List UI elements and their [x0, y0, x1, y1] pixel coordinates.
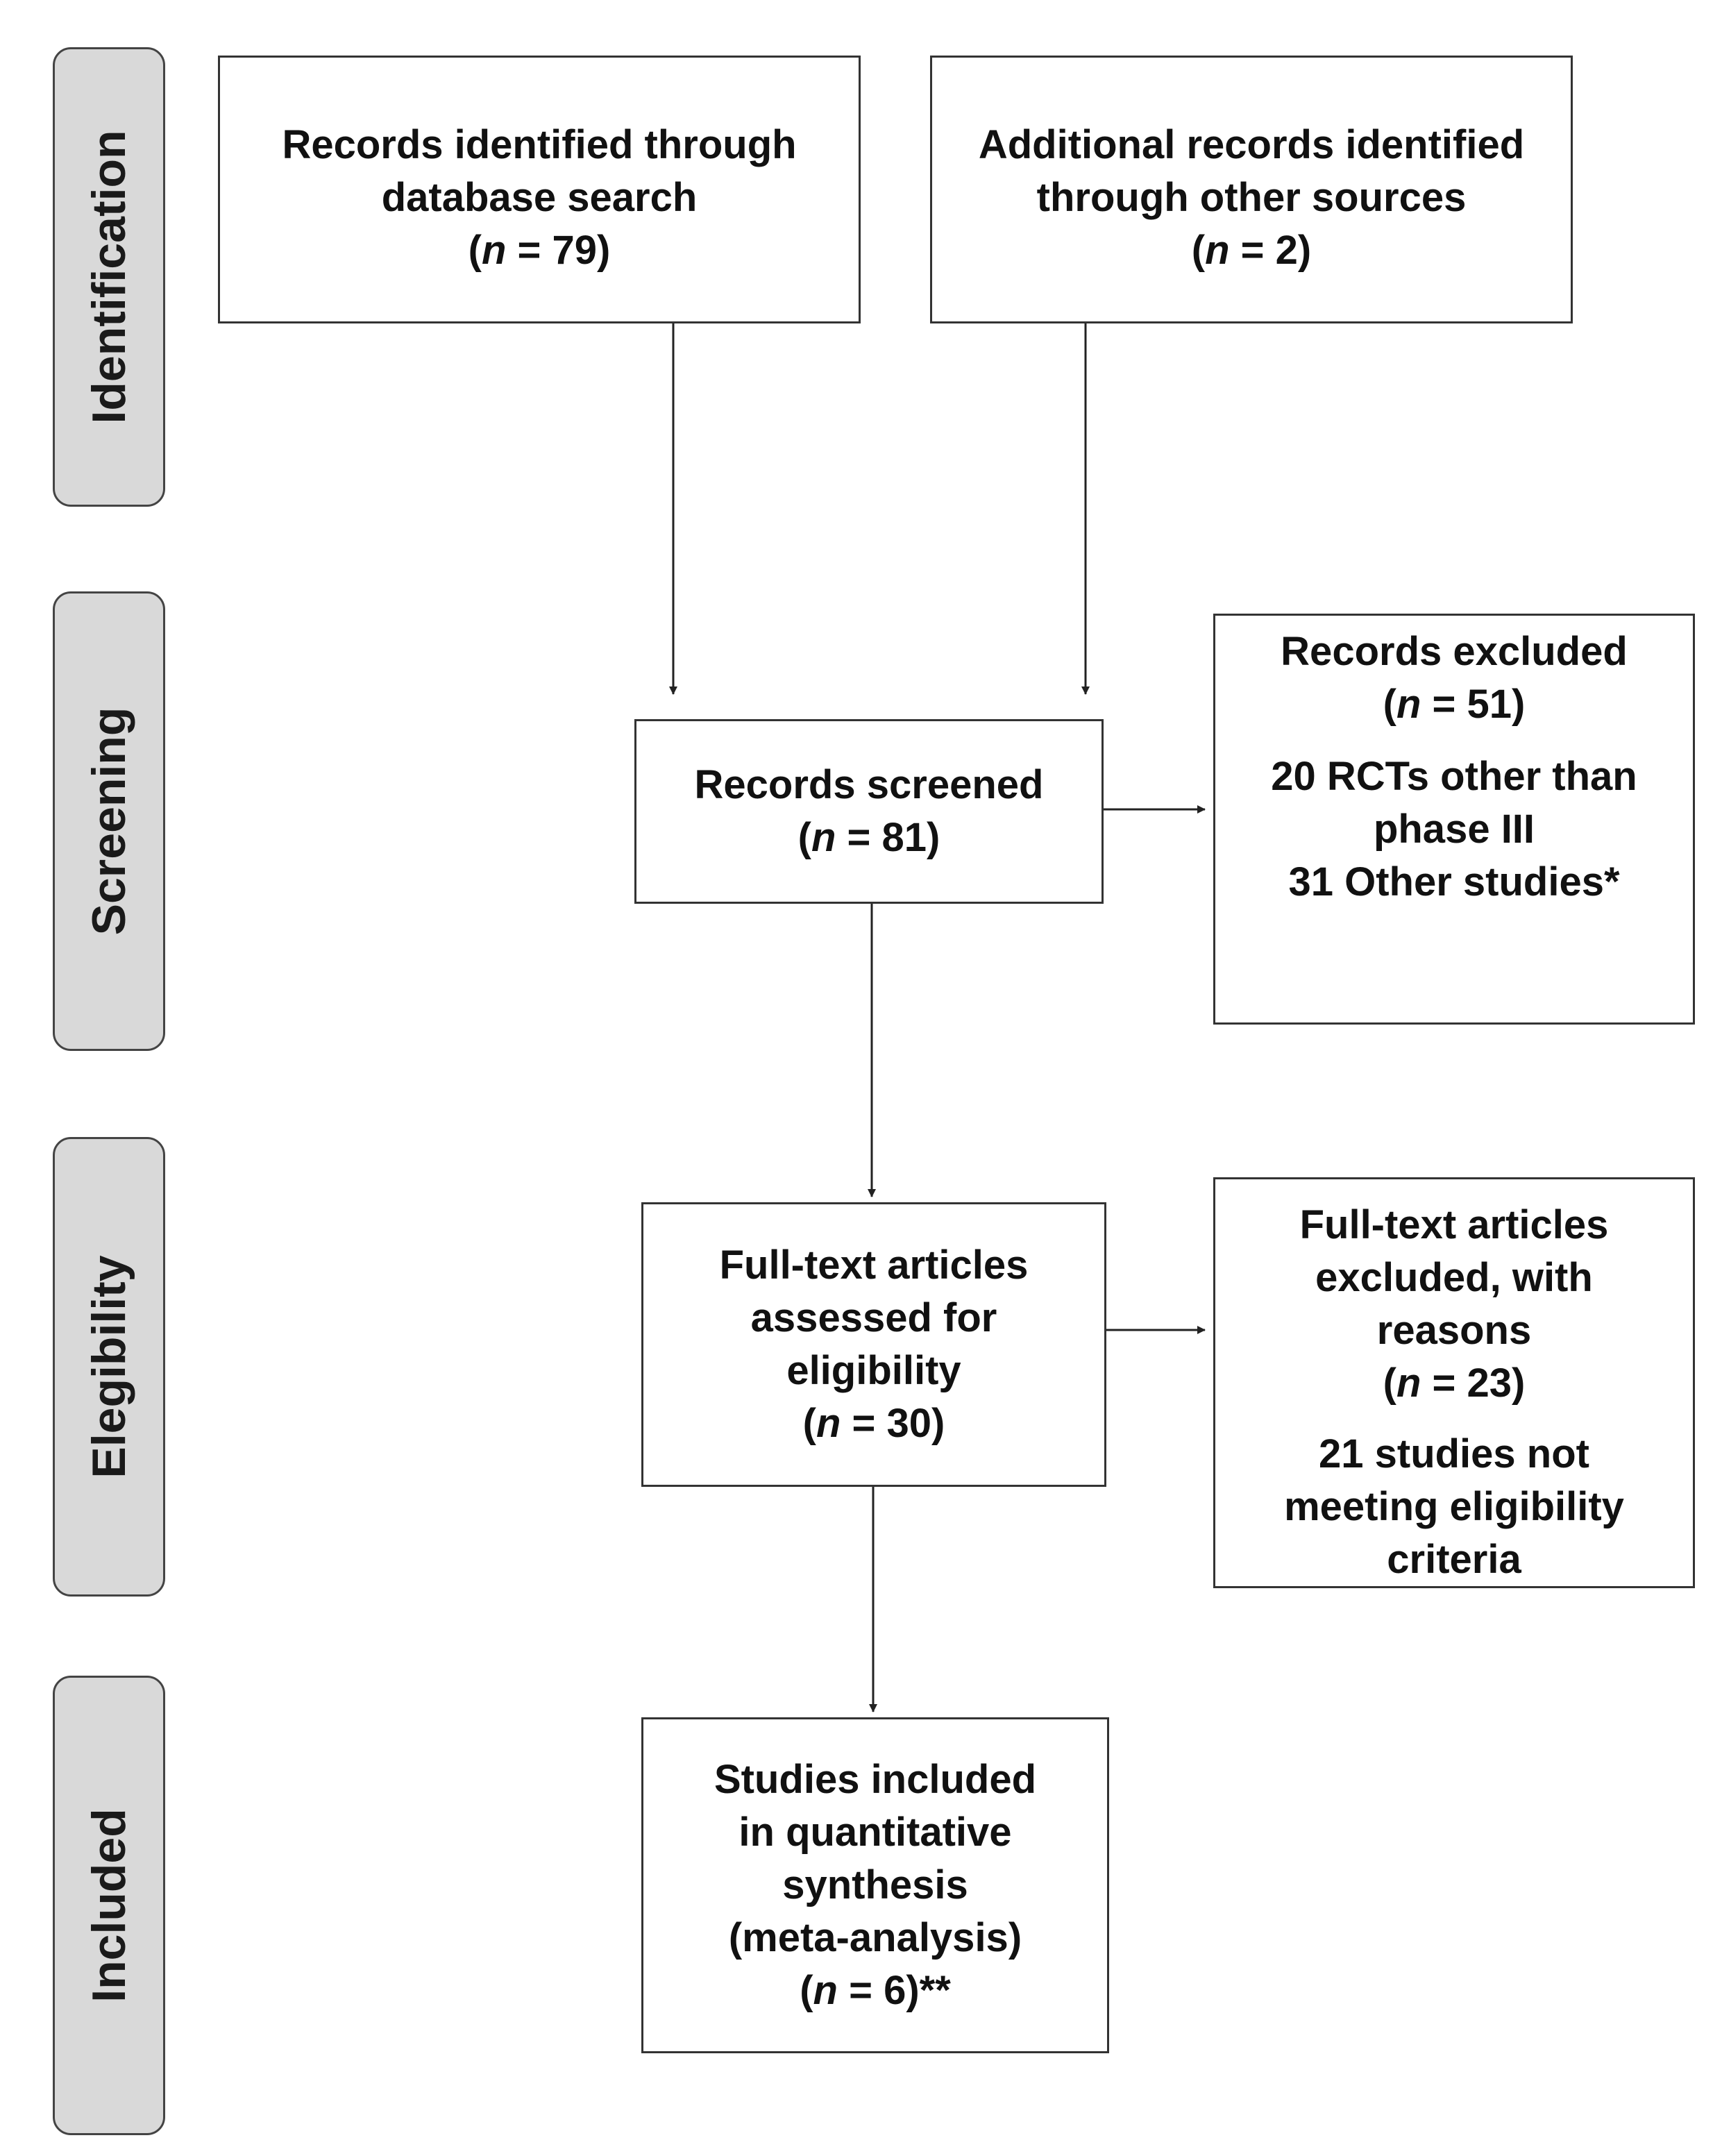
box-text-line: Additional records identified: [978, 122, 1525, 167]
box-text-line: Records identified through: [282, 122, 797, 167]
box-detail-line: 31 Other studies*: [1288, 859, 1620, 904]
box-text-line: database search: [381, 175, 698, 220]
stage-identification: Identification: [53, 47, 165, 507]
stage-screening: Screening: [53, 591, 165, 1051]
box-text-line: assessed for: [750, 1295, 997, 1340]
box-records-screened: Records screened (n = 81): [634, 719, 1104, 904]
box-text-line: through other sources: [1036, 175, 1467, 220]
stage-eligibility: Elegibility: [53, 1137, 165, 1597]
box-fulltext-excluded: Full-text articles excluded, with reason…: [1213, 1177, 1695, 1588]
box-text-line: Full-text articles: [719, 1243, 1029, 1288]
box-other-sources: Additional records identified through ot…: [930, 56, 1573, 323]
box-text-line: synthesis: [782, 1862, 968, 1907]
box-text-line: (meta-analysis): [728, 1915, 1022, 1960]
box-text-line: Full-text articles: [1299, 1202, 1609, 1247]
box-detail-line: 21 studies not: [1319, 1431, 1589, 1476]
box-detail-line: meeting eligibility: [1284, 1484, 1624, 1529]
box-text-line: eligibility: [786, 1348, 961, 1393]
box-text-line: reasons: [1376, 1308, 1532, 1353]
box-detail-line: phase III: [1373, 807, 1535, 852]
box-count: (n = 79): [468, 228, 611, 273]
box-database-search: Records identified through database sear…: [218, 56, 861, 323]
box-records-excluded: Records excluded (n = 51) 20 RCTs other …: [1213, 614, 1695, 1025]
box-text-line: excluded, with: [1315, 1255, 1593, 1300]
stage-included: Included: [53, 1676, 165, 2135]
box-count: (n = 81): [797, 815, 940, 860]
box-count: (n = 6)**: [800, 1968, 951, 2013]
box-studies-included: Studies included in quantitative synthes…: [641, 1717, 1109, 2053]
box-detail-line: 20 RCTs other than: [1271, 754, 1637, 799]
box-text-line: Records excluded: [1281, 629, 1628, 674]
box-fulltext-assessed: Full-text articles assessed for eligibil…: [641, 1202, 1106, 1487]
box-count: (n = 51): [1383, 682, 1526, 727]
box-count: (n = 23): [1383, 1361, 1526, 1406]
box-count: (n = 30): [802, 1401, 945, 1446]
box-detail-line: criteria: [1387, 1537, 1521, 1582]
box-text-line: in quantitative: [738, 1810, 1012, 1855]
box-text-line: Studies included: [714, 1757, 1037, 1802]
box-count: (n = 2): [1191, 228, 1312, 273]
box-text-line: Records screened: [694, 762, 1044, 807]
